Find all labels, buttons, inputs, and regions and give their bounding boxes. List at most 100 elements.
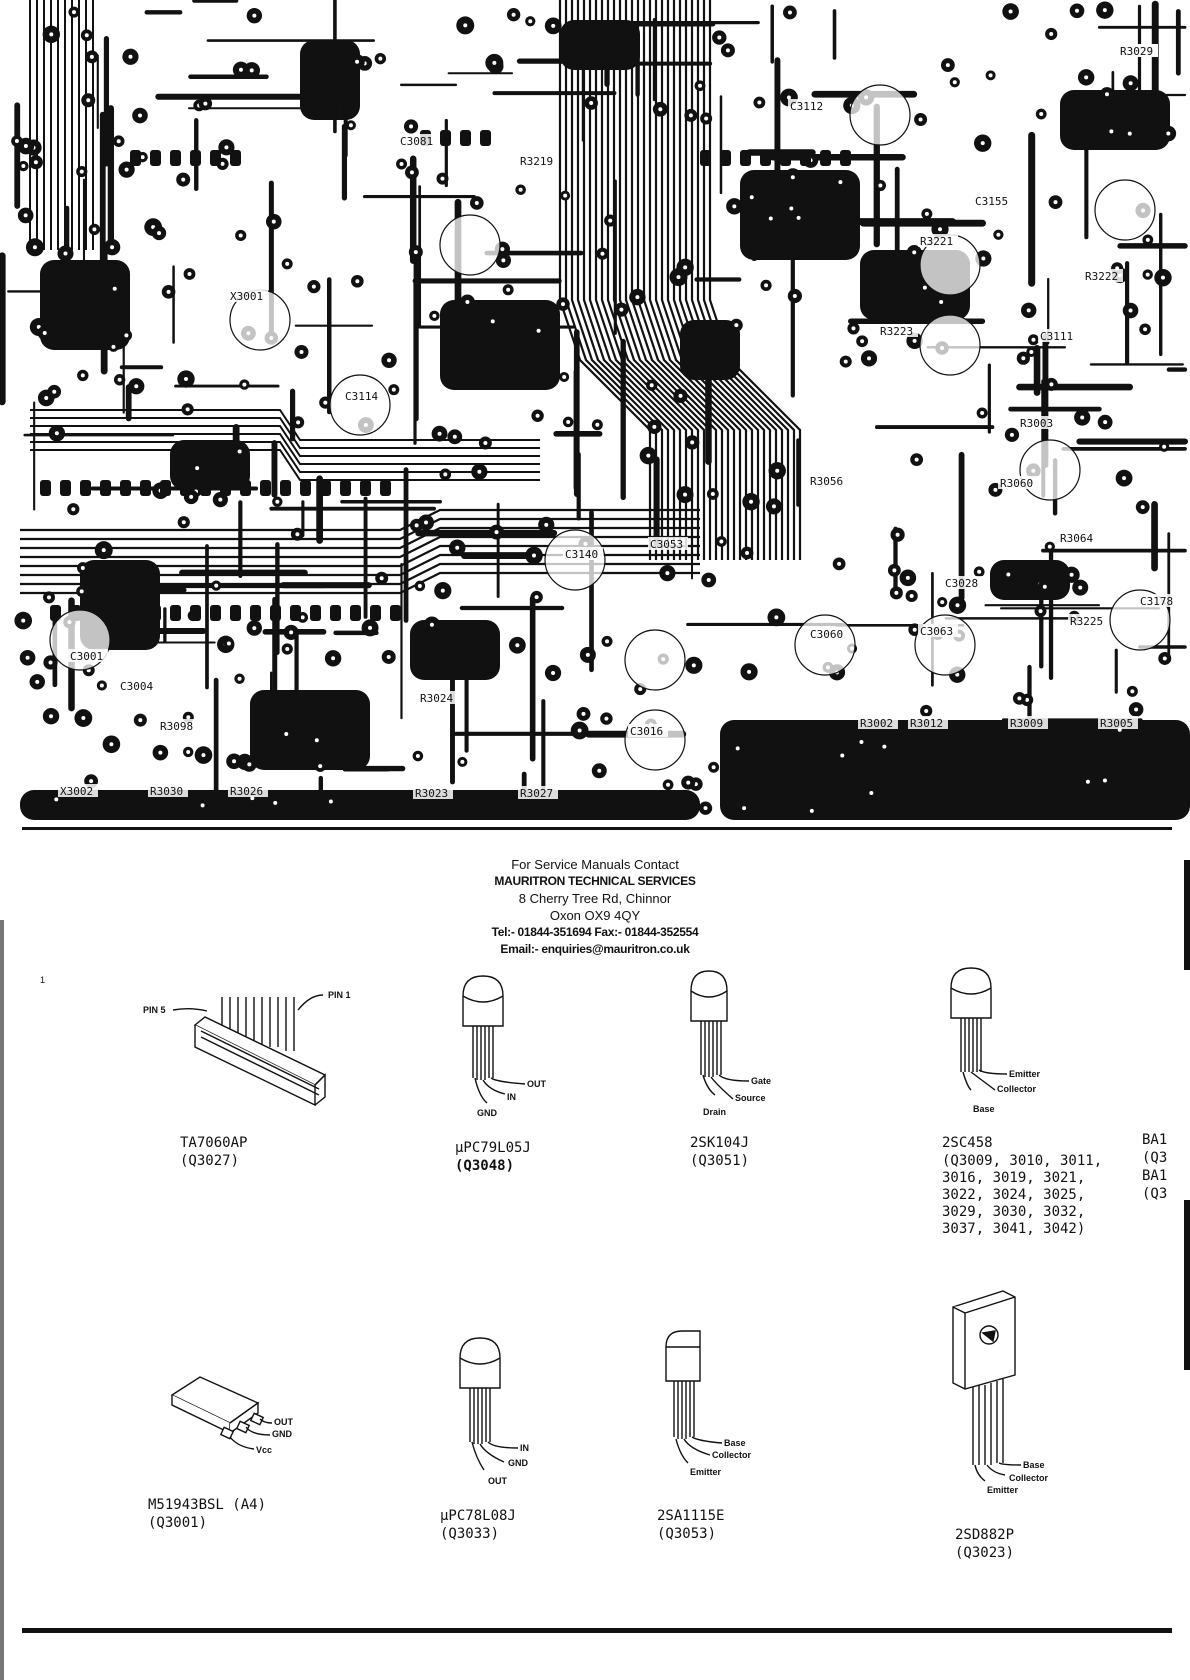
pad-hole [1006,572,1011,577]
pad-hole [768,216,773,221]
pcb-label: C3114 [345,390,378,403]
pad-hole [1042,584,1047,589]
part-ref-q3051: (Q3051) [690,1153,750,1169]
pad-hole [1026,308,1031,313]
pcb-trace [570,0,664,560]
pad-hole [605,639,610,644]
pad-hole [710,491,715,496]
label-backing [1118,44,1158,57]
pcb-trace [642,0,736,560]
ic-pad [140,480,151,496]
ic-pad [210,605,221,621]
copper-pour [250,690,370,770]
pad-hole [843,359,848,364]
ic-pad [460,130,471,146]
pad-hole [99,683,104,688]
pcb-label: R3005 [1100,717,1133,730]
pad-hole [314,738,319,743]
label-backing [1138,594,1178,607]
part-name-upc78l08j: μPC78L08J [440,1508,516,1524]
edge-text-4: (Q3 [1142,1186,1168,1202]
pad-hole [600,251,605,256]
pin-base-1115-label: Base [724,1438,746,1448]
pad-hole [47,595,52,600]
pad-hole [711,765,716,770]
pad-hole [1160,275,1165,280]
pcb-label: R3023 [415,787,448,800]
copper-pour [990,560,1070,600]
pad-hole [413,250,418,255]
pad-hole [895,532,900,537]
pad-hole [300,615,305,620]
label-backing [808,474,848,487]
pad-hole [391,387,396,392]
pcb-label: R3221 [920,235,953,248]
label-backing [228,289,268,302]
pcb-trace [702,0,796,560]
pad-hole [271,219,276,224]
pcb-label: R3219 [520,155,553,168]
pad-hole [1075,8,1080,13]
pad-hole [128,54,133,59]
pad-hole [23,213,28,218]
pad-hole [185,407,190,412]
pad-hole [250,796,255,801]
pad-hole [1049,31,1054,36]
pad-hole [988,73,993,78]
pad-hole [735,746,740,751]
pad-hole [698,83,703,88]
pad-hole [181,177,186,182]
component-outline [439,214,501,276]
ic-pad [160,480,171,496]
pad-hole [89,779,94,784]
ic-pad [720,150,731,166]
pad-hole [111,344,116,349]
ic-pad [380,480,391,496]
pad-hole [597,768,602,773]
pad-hole [21,618,26,623]
edge-text-2: (Q3 [1142,1150,1168,1166]
pcb-label: R3030 [150,785,183,798]
pad-hole [1049,382,1054,387]
label-backing [68,649,108,662]
ic-pad [170,150,181,166]
pad-hole [918,117,923,122]
service-contact-block: For Service Manuals Contact MAURITRON TE… [0,856,1190,958]
pad-hole [796,215,801,220]
pad-hole [399,161,404,166]
pad-hole [1140,505,1145,510]
pad-hole [792,293,797,298]
pad-hole [101,548,106,553]
pin-emitter-label: Emitter [1009,1069,1041,1079]
label-backing [918,624,958,637]
ic-pad [350,605,361,621]
pad-hole [914,457,919,462]
pad-hole [92,227,97,232]
pcb-trace [582,0,676,560]
pad-hole [1162,656,1167,661]
pad-hole [81,716,86,721]
ic-pad [700,150,711,166]
pad-hole [109,742,114,747]
contact-address-1: 8 Cherry Tree Rd, Chinnor [518,891,672,906]
label-backing [158,719,198,732]
contact-line-1: For Service Manuals Contact [511,857,679,872]
pcb-trace [618,0,712,560]
label-backing [918,234,958,247]
pcb-layout-artwork: C3077C3112R3219R3221C3111C3114C3140C3060… [0,0,1190,830]
pad-hole [922,285,927,290]
pad-hole [157,231,162,236]
pad-hole [220,161,225,166]
pcb-trace [30,425,540,457]
ic-pad [150,605,161,621]
part-ref-q3023: (Q3023) [955,1545,1015,1561]
ic-pad [360,480,371,496]
ic-pad [440,130,451,146]
pad-hole [273,800,278,805]
pad-hole [49,32,54,37]
pad-hole [608,218,613,223]
ic-pad [110,605,121,621]
pad-hole [725,48,730,53]
sip-package-diagram: PIN 5 PIN 1 [135,985,375,1110]
pad-hole [452,434,457,439]
